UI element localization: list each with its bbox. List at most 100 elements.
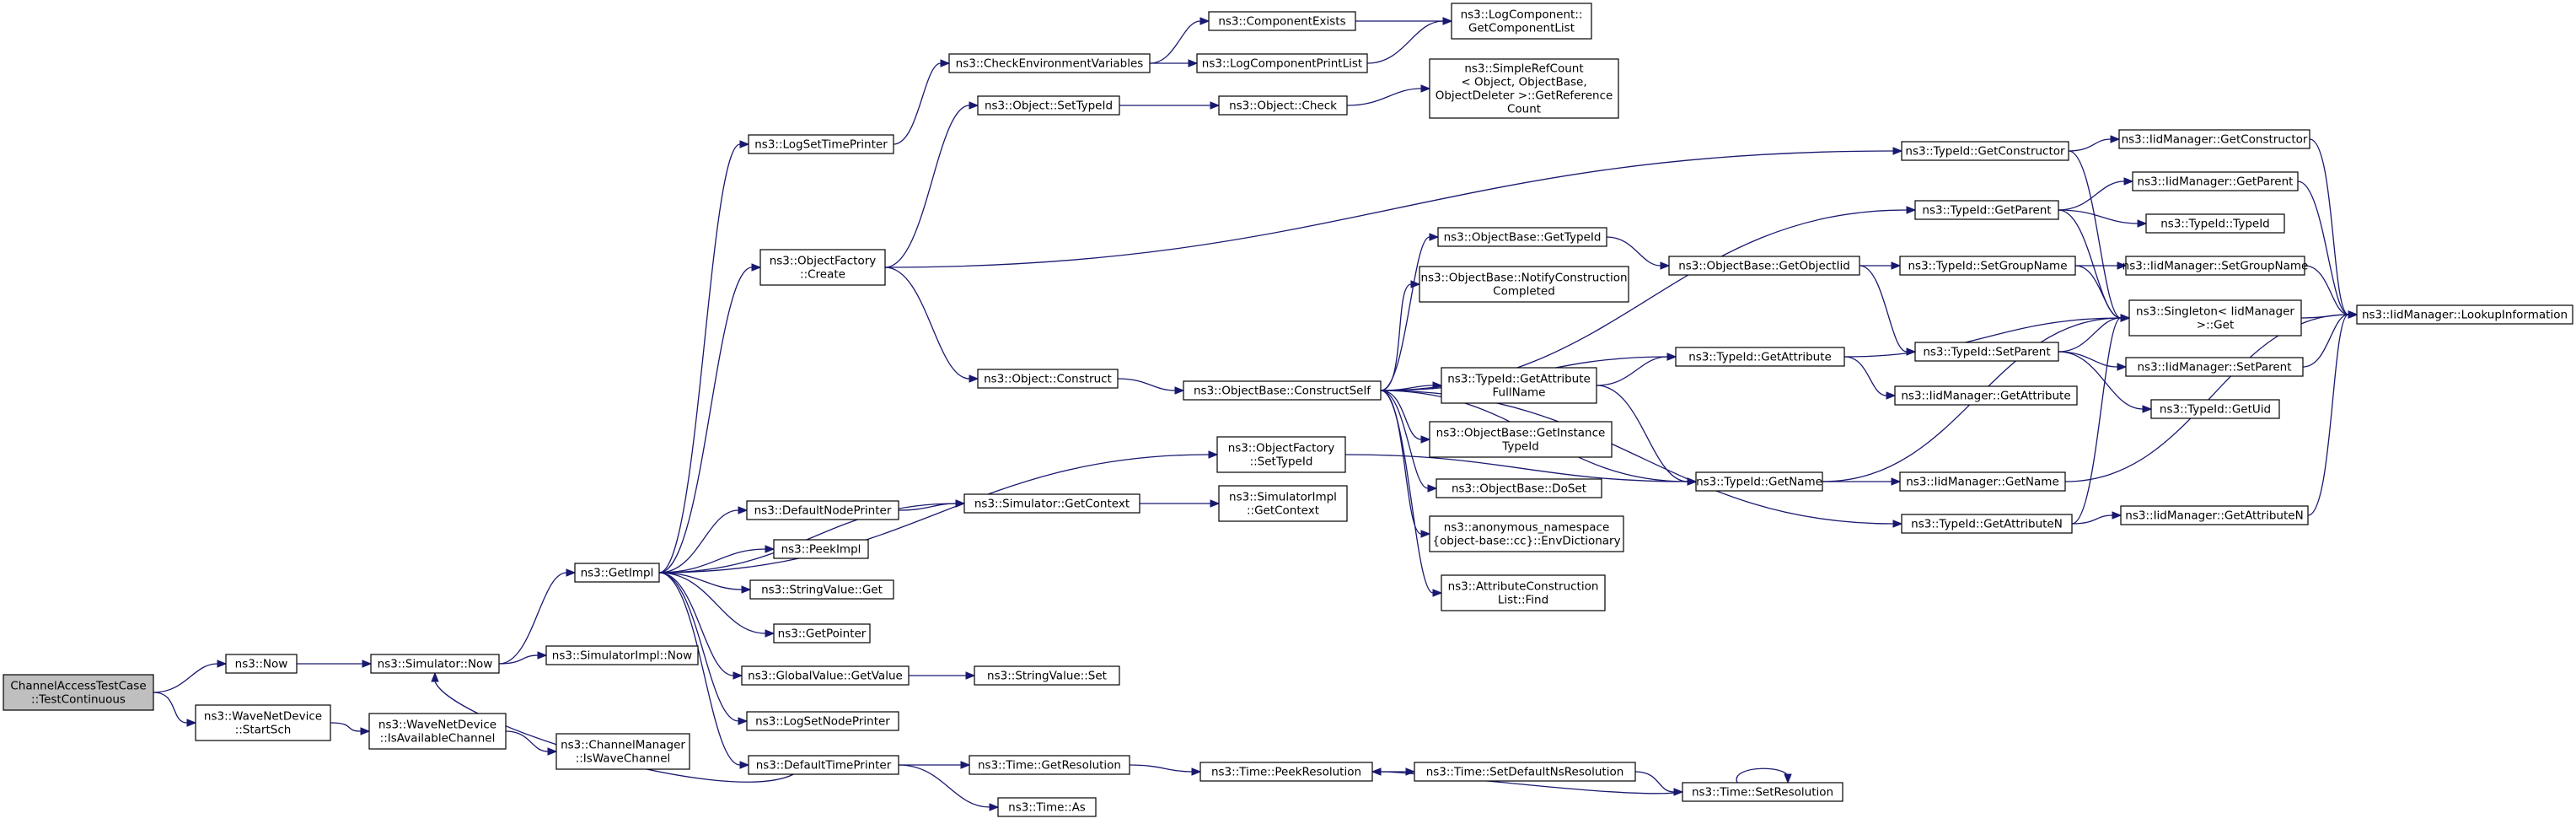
node-iswave[interactable]: ns3::ChannelManager::IsWaveChannel	[555, 733, 690, 770]
node-box-ofsettypeid[interactable]	[1216, 436, 1346, 473]
node-box-singleton[interactable]	[2128, 299, 2302, 337]
node-box-now[interactable]	[225, 654, 298, 674]
node-box-obgetobjectiid[interactable]	[1668, 256, 1860, 276]
node-box-tidtypeid[interactable]	[2145, 213, 2285, 234]
node-setdefns[interactable]: ns3::Time::SetDefaultNsResolution	[1414, 762, 1636, 782]
node-timesetres[interactable]: ns3::Time::SetResolution	[1682, 782, 1843, 802]
node-box-tidgetattrfull[interactable]	[1441, 367, 1597, 404]
node-anonenv[interactable]: ns3::anonymous_namespace{object-base::cc…	[1429, 515, 1624, 552]
node-box-tidsetgroup[interactable]	[1899, 256, 2076, 276]
node-compexists[interactable]: ns3::ComponentExists	[1208, 11, 1356, 31]
node-iidlookup[interactable]: ns3::IidManager::LookupInformation	[2356, 304, 2573, 325]
node-simgetctx[interactable]: ns3::Simulator::GetContext	[963, 493, 1140, 514]
node-startsch[interactable]: ns3::WaveNetDevice::StartSch	[195, 704, 331, 741]
node-getimpl[interactable]: ns3::GetImpl	[574, 563, 660, 583]
node-iidsetparent[interactable]: ns3::IidManager::SetParent	[2125, 357, 2304, 377]
node-box-deftime[interactable]	[748, 755, 899, 775]
node-box-iidgetname[interactable]	[1899, 471, 2066, 492]
node-box-simimplctx[interactable]	[1218, 485, 1348, 522]
node-box-tidgetparent[interactable]	[1914, 200, 2059, 220]
node-box-srcgetref[interactable]	[1429, 58, 1619, 119]
node-gvgetvalue[interactable]: ns3::GlobalValue::GetValue	[741, 665, 910, 686]
node-isavail[interactable]: ns3::WaveNetDevice::IsAvailableChannel	[368, 713, 507, 750]
node-box-startsch[interactable]	[195, 704, 331, 741]
node-defnode[interactable]: ns3::DefaultNodePrinter	[746, 500, 899, 520]
node-box-getimpl[interactable]	[574, 563, 660, 583]
node-box-iswave[interactable]	[555, 733, 690, 770]
node-timeas[interactable]: ns3::Time::As	[997, 797, 1097, 817]
node-peekimpl[interactable]: ns3::PeekImpl	[773, 539, 869, 559]
node-box-obdoset[interactable]	[1436, 478, 1602, 498]
node-box-timeas[interactable]	[997, 797, 1097, 817]
node-box-timesetres[interactable]	[1682, 782, 1843, 802]
node-box-acfind[interactable]	[1441, 574, 1606, 611]
node-box-root[interactable]	[3, 674, 154, 711]
node-iidgetname[interactable]: ns3::IidManager::GetName	[1899, 471, 2066, 492]
node-box-obconstructself[interactable]	[1183, 380, 1382, 401]
node-ofcreate[interactable]: ns3::ObjectFactory::Create	[759, 249, 886, 286]
node-box-anonenv[interactable]	[1429, 515, 1624, 552]
node-iidgetctor[interactable]: ns3::IidManager::GetConstructor	[2118, 129, 2310, 149]
node-box-logcompget[interactable]	[1451, 3, 1592, 40]
node-logcompget[interactable]: ns3::LogComponent::GetComponentList	[1451, 3, 1592, 40]
node-simnow[interactable]: ns3::Simulator::Now	[370, 654, 500, 674]
node-objcheck[interactable]: ns3::Object::Check	[1218, 95, 1348, 116]
node-box-tidgetctor[interactable]	[1901, 141, 2069, 161]
node-box-tidgetuid[interactable]	[2150, 399, 2280, 419]
node-box-tidgetname[interactable]	[1695, 471, 1823, 492]
node-box-iidsetgroup[interactable]	[2125, 256, 2305, 276]
node-tidgetparent[interactable]: ns3::TypeId::GetParent	[1914, 200, 2059, 220]
node-peekres[interactable]: ns3::Time::PeekResolution	[1199, 762, 1373, 782]
node-obdoset[interactable]: ns3::ObjectBase::DoSet	[1436, 478, 1602, 498]
node-box-defnode[interactable]	[746, 500, 899, 520]
node-box-ofcreate[interactable]	[759, 249, 886, 286]
node-box-objconstruct[interactable]	[977, 369, 1119, 389]
node-logsetnode[interactable]: ns3::LogSetNodePrinter	[746, 711, 899, 731]
node-obconstructself[interactable]: ns3::ObjectBase::ConstructSelf	[1183, 380, 1382, 401]
node-box-iidgetparent[interactable]	[2132, 171, 2299, 191]
node-box-objsettypeid[interactable]	[977, 95, 1120, 116]
node-box-tidsetparent[interactable]	[1914, 342, 2059, 362]
node-objconstruct[interactable]: ns3::Object::Construct	[977, 369, 1119, 389]
node-box-iidgetattr[interactable]	[1894, 385, 2078, 406]
node-box-obgetinst[interactable]	[1429, 421, 1613, 458]
node-box-isavail[interactable]	[368, 713, 507, 750]
node-tidsetgroup[interactable]: ns3::TypeId::SetGroupName	[1899, 256, 2076, 276]
node-box-strget[interactable]	[749, 579, 894, 600]
node-box-gvgetvalue[interactable]	[741, 665, 910, 686]
node-strset[interactable]: ns3::StringValue::Set	[974, 665, 1120, 686]
node-obnotify[interactable]: ns3::ObjectBase::NotifyConstructionCompl…	[1419, 266, 1629, 303]
node-box-objcheck[interactable]	[1218, 95, 1348, 116]
node-box-logsettime[interactable]	[748, 134, 894, 154]
node-logsettime[interactable]: ns3::LogSetTimePrinter	[748, 134, 894, 154]
node-box-simgetctx[interactable]	[963, 493, 1140, 514]
node-box-iidlookup[interactable]	[2356, 304, 2573, 325]
node-ofsettypeid[interactable]: ns3::ObjectFactory::SetTypeId	[1216, 436, 1346, 473]
node-tidgetname[interactable]: ns3::TypeId::GetName	[1695, 471, 1823, 492]
node-box-iidgetattrn[interactable]	[2120, 505, 2309, 525]
node-iidgetparent[interactable]: ns3::IidManager::GetParent	[2132, 171, 2299, 191]
node-box-simnow[interactable]	[370, 654, 500, 674]
node-tidgetattr[interactable]: ns3::TypeId::GetAttribute	[1675, 347, 1845, 367]
node-iidgetattrn[interactable]: ns3::IidManager::GetAttributeN	[2120, 505, 2309, 525]
node-box-obgettypeid[interactable]	[1437, 227, 1607, 247]
node-box-iidsetparent[interactable]	[2125, 357, 2304, 377]
node-root[interactable]: ChannelAccessTestCase::TestContinuous	[3, 674, 154, 711]
node-box-logcompprint[interactable]	[1196, 53, 1368, 73]
node-box-obnotify[interactable]	[1419, 266, 1629, 303]
node-srcgetref[interactable]: ns3::SimpleRefCount< Object, ObjectBase,…	[1429, 58, 1619, 119]
node-box-logsetnode[interactable]	[746, 711, 899, 731]
node-strget[interactable]: ns3::StringValue::Get	[749, 579, 894, 600]
node-box-peekres[interactable]	[1199, 762, 1373, 782]
node-simimplnow[interactable]: ns3::SimulatorImpl::Now	[545, 645, 699, 665]
node-singleton[interactable]: ns3::Singleton< IidManager>::Get	[2128, 299, 2302, 337]
node-getpointer[interactable]: ns3::GetPointer	[773, 623, 871, 644]
node-box-peekimpl[interactable]	[773, 539, 869, 559]
node-simimplctx[interactable]: ns3::SimulatorImpl::GetContext	[1218, 485, 1348, 522]
node-box-strset[interactable]	[974, 665, 1120, 686]
node-tidtypeid[interactable]: ns3::TypeId::TypeId	[2145, 213, 2285, 234]
node-obgetobjectiid[interactable]: ns3::ObjectBase::GetObjectIid	[1668, 256, 1860, 276]
node-box-checkenv[interactable]	[948, 53, 1151, 73]
